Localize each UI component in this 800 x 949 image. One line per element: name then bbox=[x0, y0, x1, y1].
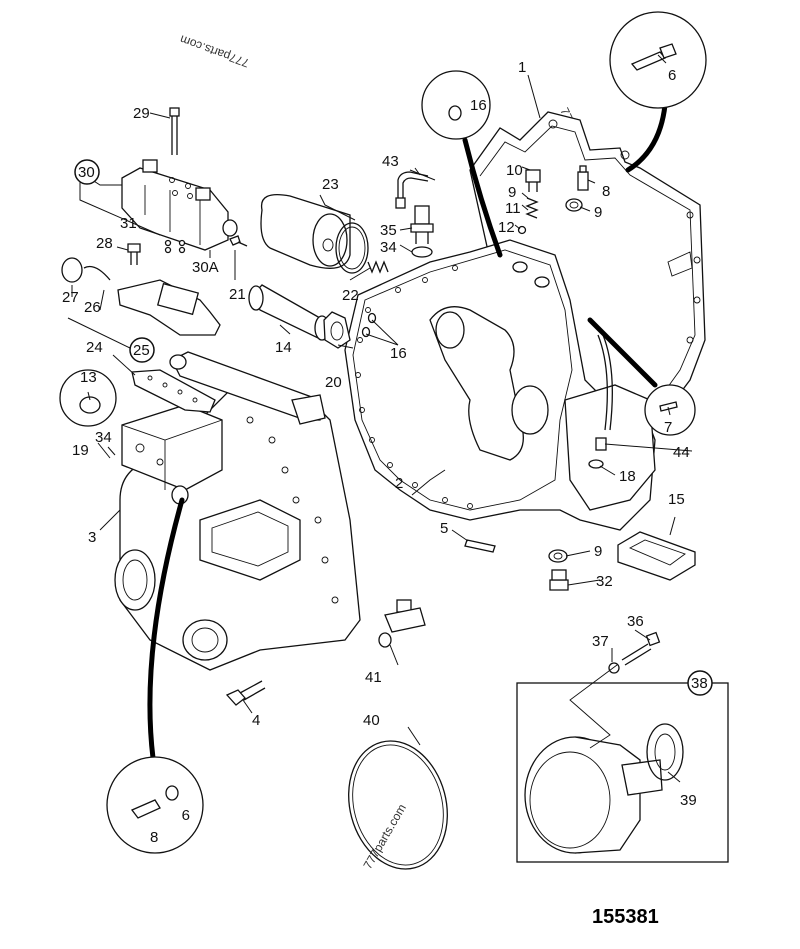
callout-10[interactable]: 10 bbox=[506, 162, 523, 179]
callout-labels: 1 2 3 4 5 6 7 8 8 9 9 9 9 10 11 12 13 14… bbox=[62, 59, 713, 846]
callout-30-circle bbox=[74, 159, 100, 185]
callout-28[interactable]: 28 bbox=[96, 235, 113, 252]
ball-12[interactable] bbox=[517, 225, 527, 235]
gasket-20[interactable] bbox=[323, 311, 351, 349]
part-number: 155381 bbox=[592, 906, 659, 928]
solenoid-valve-30[interactable] bbox=[121, 159, 238, 251]
callout-16-detail[interactable]: 16 bbox=[470, 97, 487, 114]
callout-34[interactable]: 34 bbox=[380, 239, 397, 256]
detail-circle-6[interactable] bbox=[609, 11, 707, 173]
breather-8[interactable] bbox=[577, 165, 589, 191]
pump-assembly-38[interactable] bbox=[516, 664, 729, 863]
washer-9[interactable] bbox=[565, 198, 583, 212]
orings-16[interactable] bbox=[361, 312, 377, 338]
washers-31[interactable] bbox=[164, 239, 186, 254]
washer-34[interactable] bbox=[411, 246, 433, 258]
callout-13[interactable]: 13 bbox=[80, 369, 97, 386]
callout-7[interactable]: 7 bbox=[664, 419, 672, 436]
callout-25[interactable]: 25 bbox=[133, 342, 150, 359]
filter-23[interactable] bbox=[260, 193, 369, 274]
callout-19[interactable]: 19 bbox=[72, 442, 89, 459]
bolt-36[interactable] bbox=[621, 631, 661, 666]
plate-24[interactable] bbox=[131, 369, 216, 413]
callout-8-detail[interactable]: 8 bbox=[150, 829, 158, 846]
callout-34-left[interactable]: 34 bbox=[95, 429, 112, 446]
callout-1[interactable]: 1 bbox=[518, 59, 526, 76]
callout-12[interactable]: 12 bbox=[498, 219, 515, 236]
leader-lines bbox=[67, 54, 693, 783]
callout-23[interactable]: 23 bbox=[322, 176, 339, 193]
callout-41[interactable]: 41 bbox=[365, 669, 382, 686]
pipe-43[interactable] bbox=[395, 171, 429, 209]
callout-27[interactable]: 27 bbox=[62, 289, 79, 306]
callout-9-detail[interactable]: 9 bbox=[182, 806, 190, 823]
fitting-44[interactable] bbox=[588, 437, 607, 469]
watermark-top: 777parts.com bbox=[178, 32, 251, 70]
callout-40[interactable]: 40 bbox=[363, 712, 380, 729]
callout-36[interactable]: 36 bbox=[627, 613, 644, 630]
nut-37[interactable] bbox=[608, 662, 620, 674]
bolt-28[interactable] bbox=[127, 243, 141, 265]
callout-22[interactable]: 22 bbox=[342, 287, 359, 304]
dowel-5[interactable] bbox=[464, 539, 496, 553]
callout-16[interactable]: 16 bbox=[390, 345, 407, 362]
callout-9-upper[interactable]: 9 bbox=[508, 184, 516, 201]
bolt-4[interactable] bbox=[225, 680, 266, 706]
callout-21[interactable]: 21 bbox=[229, 286, 246, 303]
screw-21[interactable] bbox=[229, 235, 248, 247]
cover-15[interactable] bbox=[617, 531, 696, 581]
callout-9-right[interactable]: 9 bbox=[594, 204, 602, 221]
oring-40[interactable] bbox=[335, 730, 461, 880]
callout-9-lower[interactable]: 9 bbox=[594, 543, 602, 560]
callout-44[interactable]: 44 bbox=[673, 444, 690, 461]
callout-6[interactable]: 6 bbox=[668, 67, 676, 84]
callout-18[interactable]: 18 bbox=[619, 468, 636, 485]
callout-5[interactable]: 5 bbox=[440, 520, 448, 537]
main-housing-part-2[interactable] bbox=[344, 239, 656, 531]
detail-circle-16[interactable] bbox=[421, 70, 503, 258]
callout-30[interactable]: 30 bbox=[78, 164, 95, 181]
callout-43[interactable]: 43 bbox=[382, 153, 399, 170]
callout-3[interactable]: 3 bbox=[88, 529, 96, 546]
callout-11[interactable]: 11 bbox=[505, 200, 521, 217]
callout-37[interactable]: 37 bbox=[592, 633, 609, 650]
callout-26[interactable]: 26 bbox=[84, 299, 101, 316]
callout-14[interactable]: 14 bbox=[275, 339, 292, 356]
spring-22[interactable] bbox=[367, 260, 389, 274]
detail-circle-13[interactable] bbox=[59, 369, 117, 427]
washer-9-lower[interactable] bbox=[548, 549, 568, 563]
sensor-41[interactable] bbox=[378, 599, 426, 648]
callout-35[interactable]: 35 bbox=[380, 222, 397, 239]
spring-11[interactable] bbox=[525, 197, 539, 219]
callout-38-circle bbox=[687, 670, 713, 696]
bolt-29[interactable] bbox=[169, 107, 180, 155]
detail-circle-8-9[interactable] bbox=[106, 497, 204, 854]
plug-10[interactable] bbox=[525, 169, 541, 192]
callout-15[interactable]: 15 bbox=[668, 491, 685, 508]
callout-2[interactable]: 2 bbox=[395, 475, 403, 492]
callout-20[interactable]: 20 bbox=[325, 374, 342, 391]
callout-31[interactable]: 31 bbox=[120, 215, 137, 232]
callout-39[interactable]: 39 bbox=[680, 792, 697, 809]
callout-4[interactable]: 4 bbox=[252, 712, 260, 729]
callout-25-circle bbox=[129, 337, 155, 363]
callout-32[interactable]: 32 bbox=[596, 573, 613, 590]
front-housing-part-3[interactable] bbox=[114, 351, 361, 671]
callout-24[interactable]: 24 bbox=[86, 339, 103, 356]
callout-29[interactable]: 29 bbox=[133, 105, 150, 122]
plug-32[interactable] bbox=[549, 569, 569, 591]
callout-8[interactable]: 8 bbox=[602, 183, 610, 200]
switch-35[interactable] bbox=[410, 205, 434, 244]
callout-30a[interactable]: 30A bbox=[192, 259, 219, 276]
tube-14[interactable] bbox=[248, 284, 330, 341]
detail-circle-7[interactable] bbox=[587, 317, 696, 436]
callout-38[interactable]: 38 bbox=[691, 675, 708, 692]
relief-valve-25[interactable] bbox=[61, 257, 221, 336]
watermark-bottom: 777parts.com bbox=[360, 802, 408, 872]
